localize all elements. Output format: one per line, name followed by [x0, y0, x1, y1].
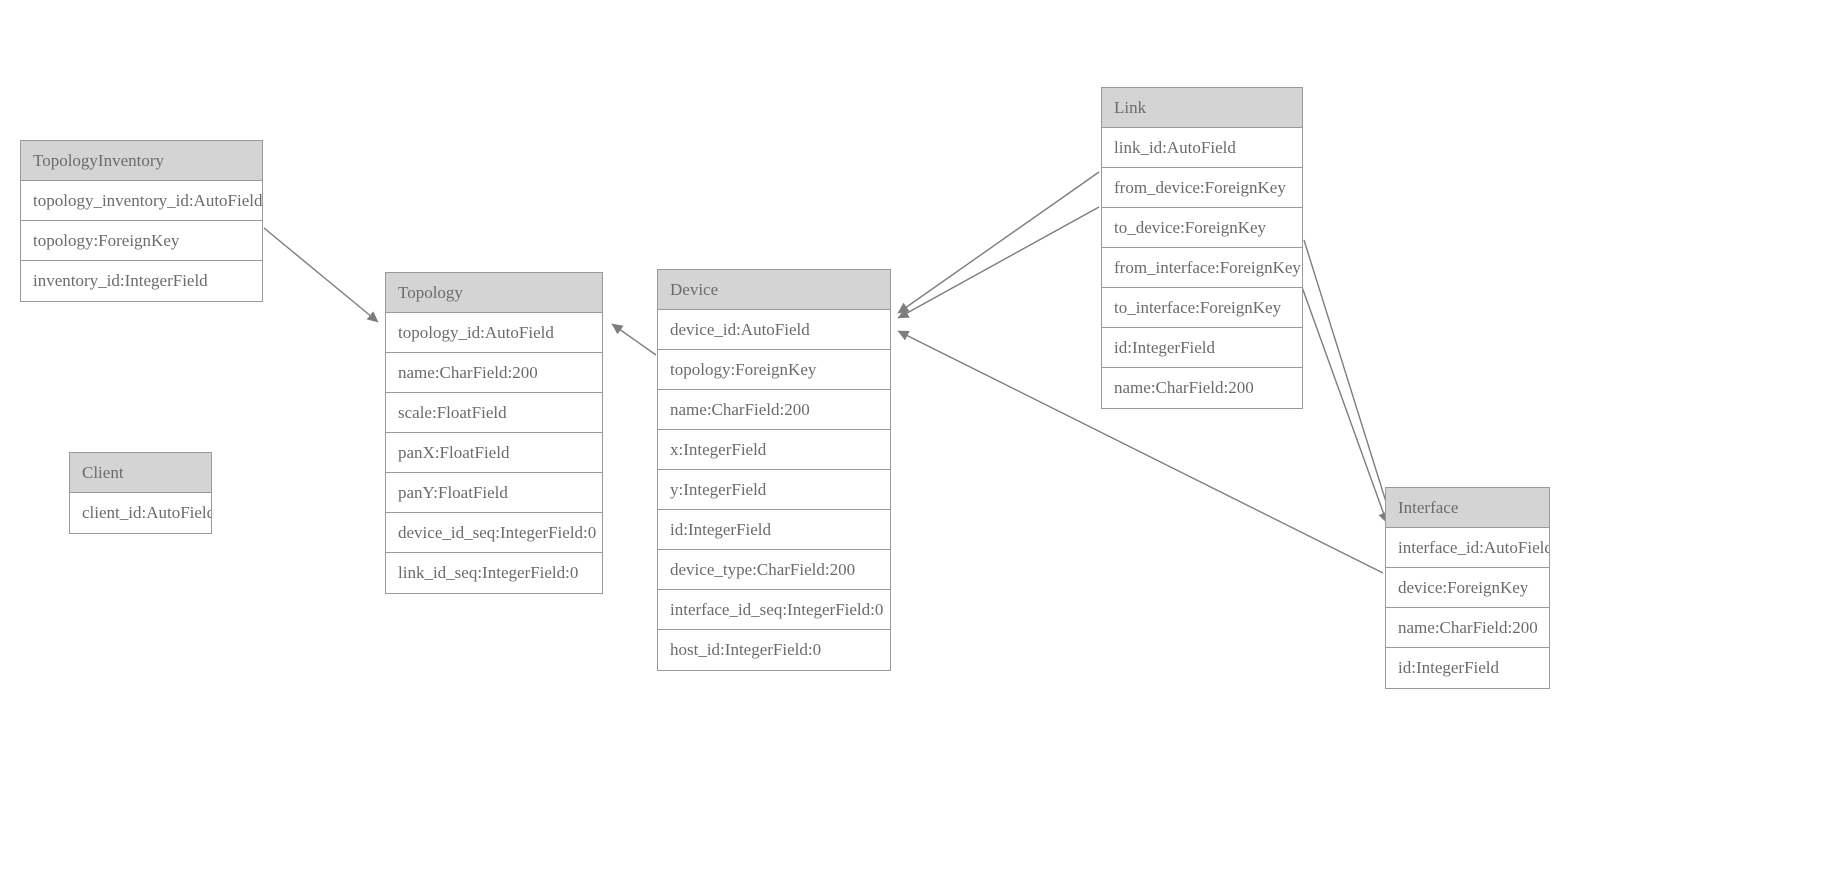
edge-link-to-device — [897, 206, 1100, 319]
entity-field: device:ForeignKey — [1386, 568, 1549, 608]
entity-field: link_id:AutoField — [1102, 128, 1302, 168]
entity-field: client_id:AutoField — [70, 493, 211, 533]
entity-field: panY:FloatField — [386, 473, 602, 513]
edge-link-from-device — [897, 171, 1100, 314]
entity-field: topology:ForeignKey — [21, 221, 262, 261]
entity-field: device_id:AutoField — [658, 310, 890, 350]
edge-link-to-interface — [1297, 275, 1389, 524]
entity-topology[interactable]: Topology topology_id:AutoField name:Char… — [385, 272, 603, 594]
entity-field: name:CharField:200 — [1102, 368, 1302, 408]
entity-title-link: Link — [1102, 88, 1302, 128]
entity-field: x:IntegerField — [658, 430, 890, 470]
entity-field: name:CharField:200 — [658, 390, 890, 430]
entity-field: to_device:ForeignKey — [1102, 208, 1302, 248]
entity-field: id:IntegerField — [1386, 648, 1549, 688]
entity-device[interactable]: Device device_id:AutoField topology:Fore… — [657, 269, 891, 671]
entity-field: id:IntegerField — [1102, 328, 1302, 368]
edge-link-from-interface — [1303, 239, 1394, 522]
entity-interface[interactable]: Interface interface_id:AutoField device:… — [1385, 487, 1550, 689]
entity-client[interactable]: Client client_id:AutoField — [69, 452, 212, 534]
entity-field: from_interface:ForeignKey — [1102, 248, 1302, 288]
entity-field: inventory_id:IntegerField — [21, 261, 262, 301]
entity-field: interface_id:AutoField — [1386, 528, 1549, 568]
entity-field: topology:ForeignKey — [658, 350, 890, 390]
entity-field: link_id_seq:IntegerField:0 — [386, 553, 602, 593]
edge-topologyinventory-topology — [263, 227, 379, 323]
entity-field: from_device:ForeignKey — [1102, 168, 1302, 208]
entity-field: scale:FloatField — [386, 393, 602, 433]
entity-title-interface: Interface — [1386, 488, 1549, 528]
entity-field: y:IntegerField — [658, 470, 890, 510]
edge-device-topology — [611, 323, 657, 356]
entity-title-client: Client — [70, 453, 211, 493]
entity-field: id:IntegerField — [658, 510, 890, 550]
entity-title-topology: Topology — [386, 273, 602, 313]
entity-field: device_id_seq:IntegerField:0 — [386, 513, 602, 553]
entity-field: name:CharField:200 — [386, 353, 602, 393]
entity-field: to_interface:ForeignKey — [1102, 288, 1302, 328]
entity-field: topology_inventory_id:AutoField — [21, 181, 262, 221]
entity-link[interactable]: Link link_id:AutoField from_device:Forei… — [1101, 87, 1303, 409]
entity-field: interface_id_seq:IntegerField:0 — [658, 590, 890, 630]
entity-field: name:CharField:200 — [1386, 608, 1549, 648]
entity-field: panX:FloatField — [386, 433, 602, 473]
entity-field: host_id:IntegerField:0 — [658, 630, 890, 670]
entity-title-device: Device — [658, 270, 890, 310]
entity-field: topology_id:AutoField — [386, 313, 602, 353]
entity-title-topology-inventory: TopologyInventory — [21, 141, 262, 181]
entity-topology-inventory[interactable]: TopologyInventory topology_inventory_id:… — [20, 140, 263, 302]
entity-field: device_type:CharField:200 — [658, 550, 890, 590]
